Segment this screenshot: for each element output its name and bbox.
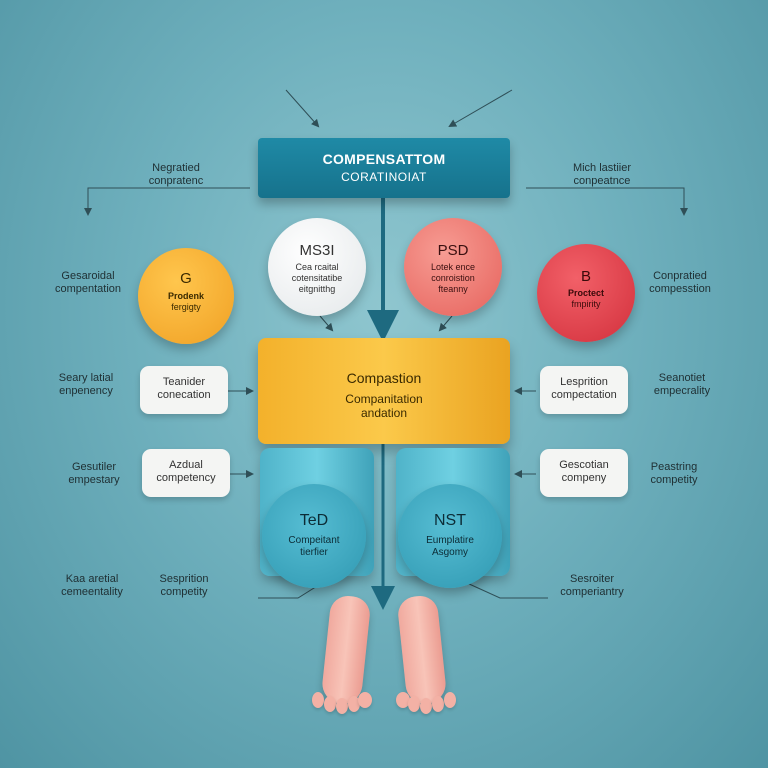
circle-white-line1: Cea rcaital (295, 262, 339, 272)
circle-orange-line1: Prodenk (167, 291, 204, 301)
pill-4-line2: compeny (561, 472, 607, 484)
pill-3-line1: Lesprition (560, 376, 608, 388)
label-top-left-line2: conpratenc (148, 175, 204, 187)
label-top-left: Negratied conpratenc (126, 162, 226, 188)
label-top-left-line1: Negratied (152, 162, 200, 174)
label-top-right-line2: conpeatnce (573, 175, 631, 187)
circle-red-line1: Proctect (567, 288, 604, 298)
circle-white-line3: eitgnitthg (298, 284, 336, 294)
pill-azdual: Azdual competency (142, 449, 230, 497)
arrow-top-left (285, 89, 320, 128)
label-row3-right-line1: Seanotiet (658, 372, 706, 384)
label-bottom-right-line1: Sesroiter (569, 573, 615, 585)
label-row3-left: Seary latial enpenency (36, 372, 136, 398)
circle-pink-line3: fteanny (438, 284, 468, 294)
header-box: COMPENSATTOM CORATINOIAT (258, 138, 510, 198)
circle-red-letter: B (580, 268, 591, 285)
main-title: Compastion (346, 370, 422, 386)
label-bottom-far-left: Kaa aretial cemeentality (42, 573, 142, 599)
disc-left-line1: Compeitant (288, 535, 340, 546)
label-row3-right-line2: empecrality (653, 385, 711, 397)
circle-pink-line2: conroistion (431, 273, 475, 283)
circle-pink-letter: PSD (437, 242, 469, 259)
pill-1-line2: conecation (157, 389, 211, 401)
circle-pink-line1: Lotek ence (430, 262, 476, 272)
main-line1: Companitation (345, 392, 423, 406)
label-row4-left-line2: empestary (68, 474, 120, 486)
disc-right-line1: Eumplatire (426, 535, 474, 546)
circle-red-line2: fmpirity (571, 299, 601, 309)
label-top-right: Mich lastiier conpeatnce (552, 162, 652, 188)
label-bottom-far-left-line1: Kaa aretial (65, 573, 119, 585)
label-row4-left-line1: Gesutiler (71, 461, 117, 473)
arrow-white-circle (319, 315, 334, 332)
circle-orange-letter: G (180, 270, 192, 287)
right-toes (396, 690, 456, 714)
label-row3-left-line1: Seary latial (58, 372, 114, 384)
label-bottom-right-line2: comperiantry (560, 586, 624, 598)
label-row4-right-line1: Peastring (650, 461, 698, 473)
label-mid-left-line2: compentation (54, 283, 122, 295)
disc-right-line2: Asgomy (431, 547, 469, 558)
header-title: COMPENSATTOM (322, 151, 446, 167)
arrow-top-right (448, 89, 513, 128)
circle-white-letter: MS3I (299, 242, 335, 259)
main-line2: andation (360, 406, 408, 420)
pill-1-line1: Teanider (162, 376, 206, 388)
line-top-left (84, 187, 250, 216)
label-row4-right: Peastring competity (624, 461, 724, 487)
circle-white-line2: cotensitatibe (291, 273, 343, 283)
label-bottom-left: Sesprition competity (134, 573, 234, 599)
label-row3-left-line2: enpenency (59, 385, 113, 397)
pill-2-line1: Azdual (169, 459, 203, 471)
label-mid-left-line1: Gesaroidal (61, 270, 115, 282)
disc-right-title: NST (434, 512, 466, 529)
left-toes (312, 690, 372, 714)
label-mid-right: Conpratied compesstion (630, 270, 730, 296)
main-cylinder: Compastion Companitation andation (258, 338, 510, 444)
circle-orange-line2: fergigty (171, 302, 201, 312)
label-mid-right-line2: compesstion (649, 283, 711, 295)
circle-pink: PSD Lotek ence conroistion fteanny (404, 218, 502, 316)
label-row3-right: Seanotiet empecrality (632, 372, 732, 398)
disc-left-title: TeD (299, 512, 329, 529)
label-mid-left: Gesaroidal compentation (38, 270, 138, 296)
pill-4-line1: Gescotian (559, 459, 609, 471)
line-top-right (526, 187, 688, 216)
label-top-right-line1: Mich lastiier (572, 162, 632, 174)
disc-left-line2: tierfier (300, 547, 328, 558)
label-bottom-left-line1: Sesprition (159, 573, 209, 585)
arrow-pink-circle (438, 315, 453, 332)
label-bottom-right: Sesroiter comperiantry (542, 573, 642, 599)
pill-teanider: Teanider conecation (140, 366, 228, 414)
label-mid-right-line1: Conpratied (653, 270, 707, 282)
circle-white: MS3I Cea rcaital cotensitatibe eitgnitth… (268, 218, 366, 316)
pill-lesprition: Lesprition compectation (540, 366, 628, 414)
disc-left: TeD Compeitant tierfier (262, 484, 366, 588)
pill-3-line2: compectation (551, 389, 617, 401)
pill-2-line2: competency (156, 472, 216, 484)
label-row4-right-line2: competity (650, 474, 698, 486)
pill-gescotian: Gescotian compeny (540, 449, 628, 497)
label-bottom-far-left-line2: cemeentality (61, 586, 123, 598)
circle-orange: G Prodenk fergigty (138, 248, 234, 344)
circle-red: B Proctect fmpirity (537, 244, 635, 342)
disc-right: NST Eumplatire Asgomy (398, 484, 502, 588)
header-subtitle: CORATINOIAT (341, 170, 427, 184)
label-row4-left: Gesutiler empestary (44, 461, 144, 487)
label-bottom-left-line2: competity (160, 586, 208, 598)
